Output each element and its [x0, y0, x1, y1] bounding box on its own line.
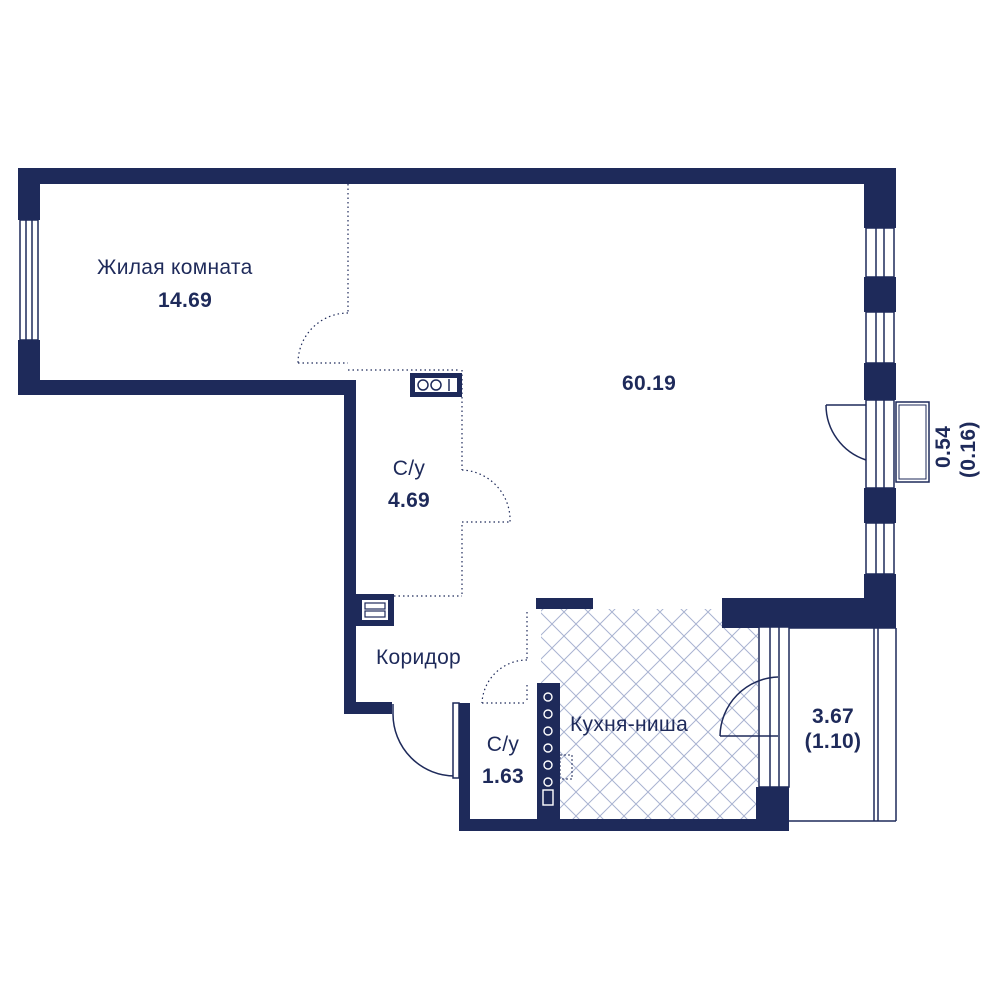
kitchen-sink: [559, 754, 573, 780]
room-area-bath2: 1.63: [481, 765, 525, 788]
balcony-outline: [789, 627, 897, 822]
wall-right-pillar-4: [864, 488, 896, 523]
wall-kitchen-right-upper: [756, 609, 766, 627]
wall-right-pillar-5: [864, 574, 896, 628]
wall-left-upper: [18, 168, 40, 220]
wall-kitchen-right-lower: [756, 787, 789, 831]
window-right-1: [865, 227, 895, 278]
french-balcony: [895, 401, 930, 483]
room-name-bath2: С/у: [486, 733, 520, 756]
wall-kitchen-top: [536, 598, 593, 609]
balcony-door: [719, 676, 779, 737]
entrance-door: [392, 702, 460, 779]
room-name-kitchen: Кухня-ниша: [570, 713, 689, 736]
room-name-bath1: С/у: [392, 457, 426, 480]
wall-right-pillar-1: [864, 168, 896, 228]
room-area-balcony: 3.67: [811, 705, 855, 728]
wall-bath-left: [344, 380, 356, 714]
french-balcony-door: [825, 404, 867, 461]
room-area-main: 60.19: [622, 372, 677, 395]
room-name-corridor: Коридор: [376, 646, 462, 669]
wall-right-pillar-2: [864, 277, 896, 312]
wall-top: [18, 168, 896, 184]
dotted-partitions: [297, 184, 528, 704]
corridor-cabinet: [362, 600, 388, 620]
windows: [19, 219, 895, 788]
room-name-living: Жилая комната: [97, 256, 253, 279]
wall-bottom: [459, 819, 789, 831]
room-area-bath1: 4.69: [387, 489, 431, 512]
window-left: [19, 219, 39, 341]
kitchen-stove: [542, 692, 554, 806]
french-balcony-area-reduced: (0.16): [957, 421, 980, 478]
wall-bath2-left: [459, 703, 470, 831]
room-area-balcony-reduced: (1.10): [804, 730, 862, 753]
window-right-4: [865, 522, 895, 575]
wall-corridor-bottom-left: [344, 702, 392, 714]
french-balcony-area: 0.54: [932, 425, 955, 468]
walls: [18, 168, 896, 831]
window-right-3: [865, 399, 895, 489]
bath1-fixture: [410, 373, 462, 397]
wall-living-bottom: [18, 380, 356, 395]
window-right-2: [865, 311, 895, 364]
window-kitchen-balcony: [758, 626, 790, 788]
wall-right-pillar-3: [864, 363, 896, 400]
kitchen-floor-hatch: [541, 609, 758, 821]
room-area-living: 14.69: [158, 289, 213, 312]
